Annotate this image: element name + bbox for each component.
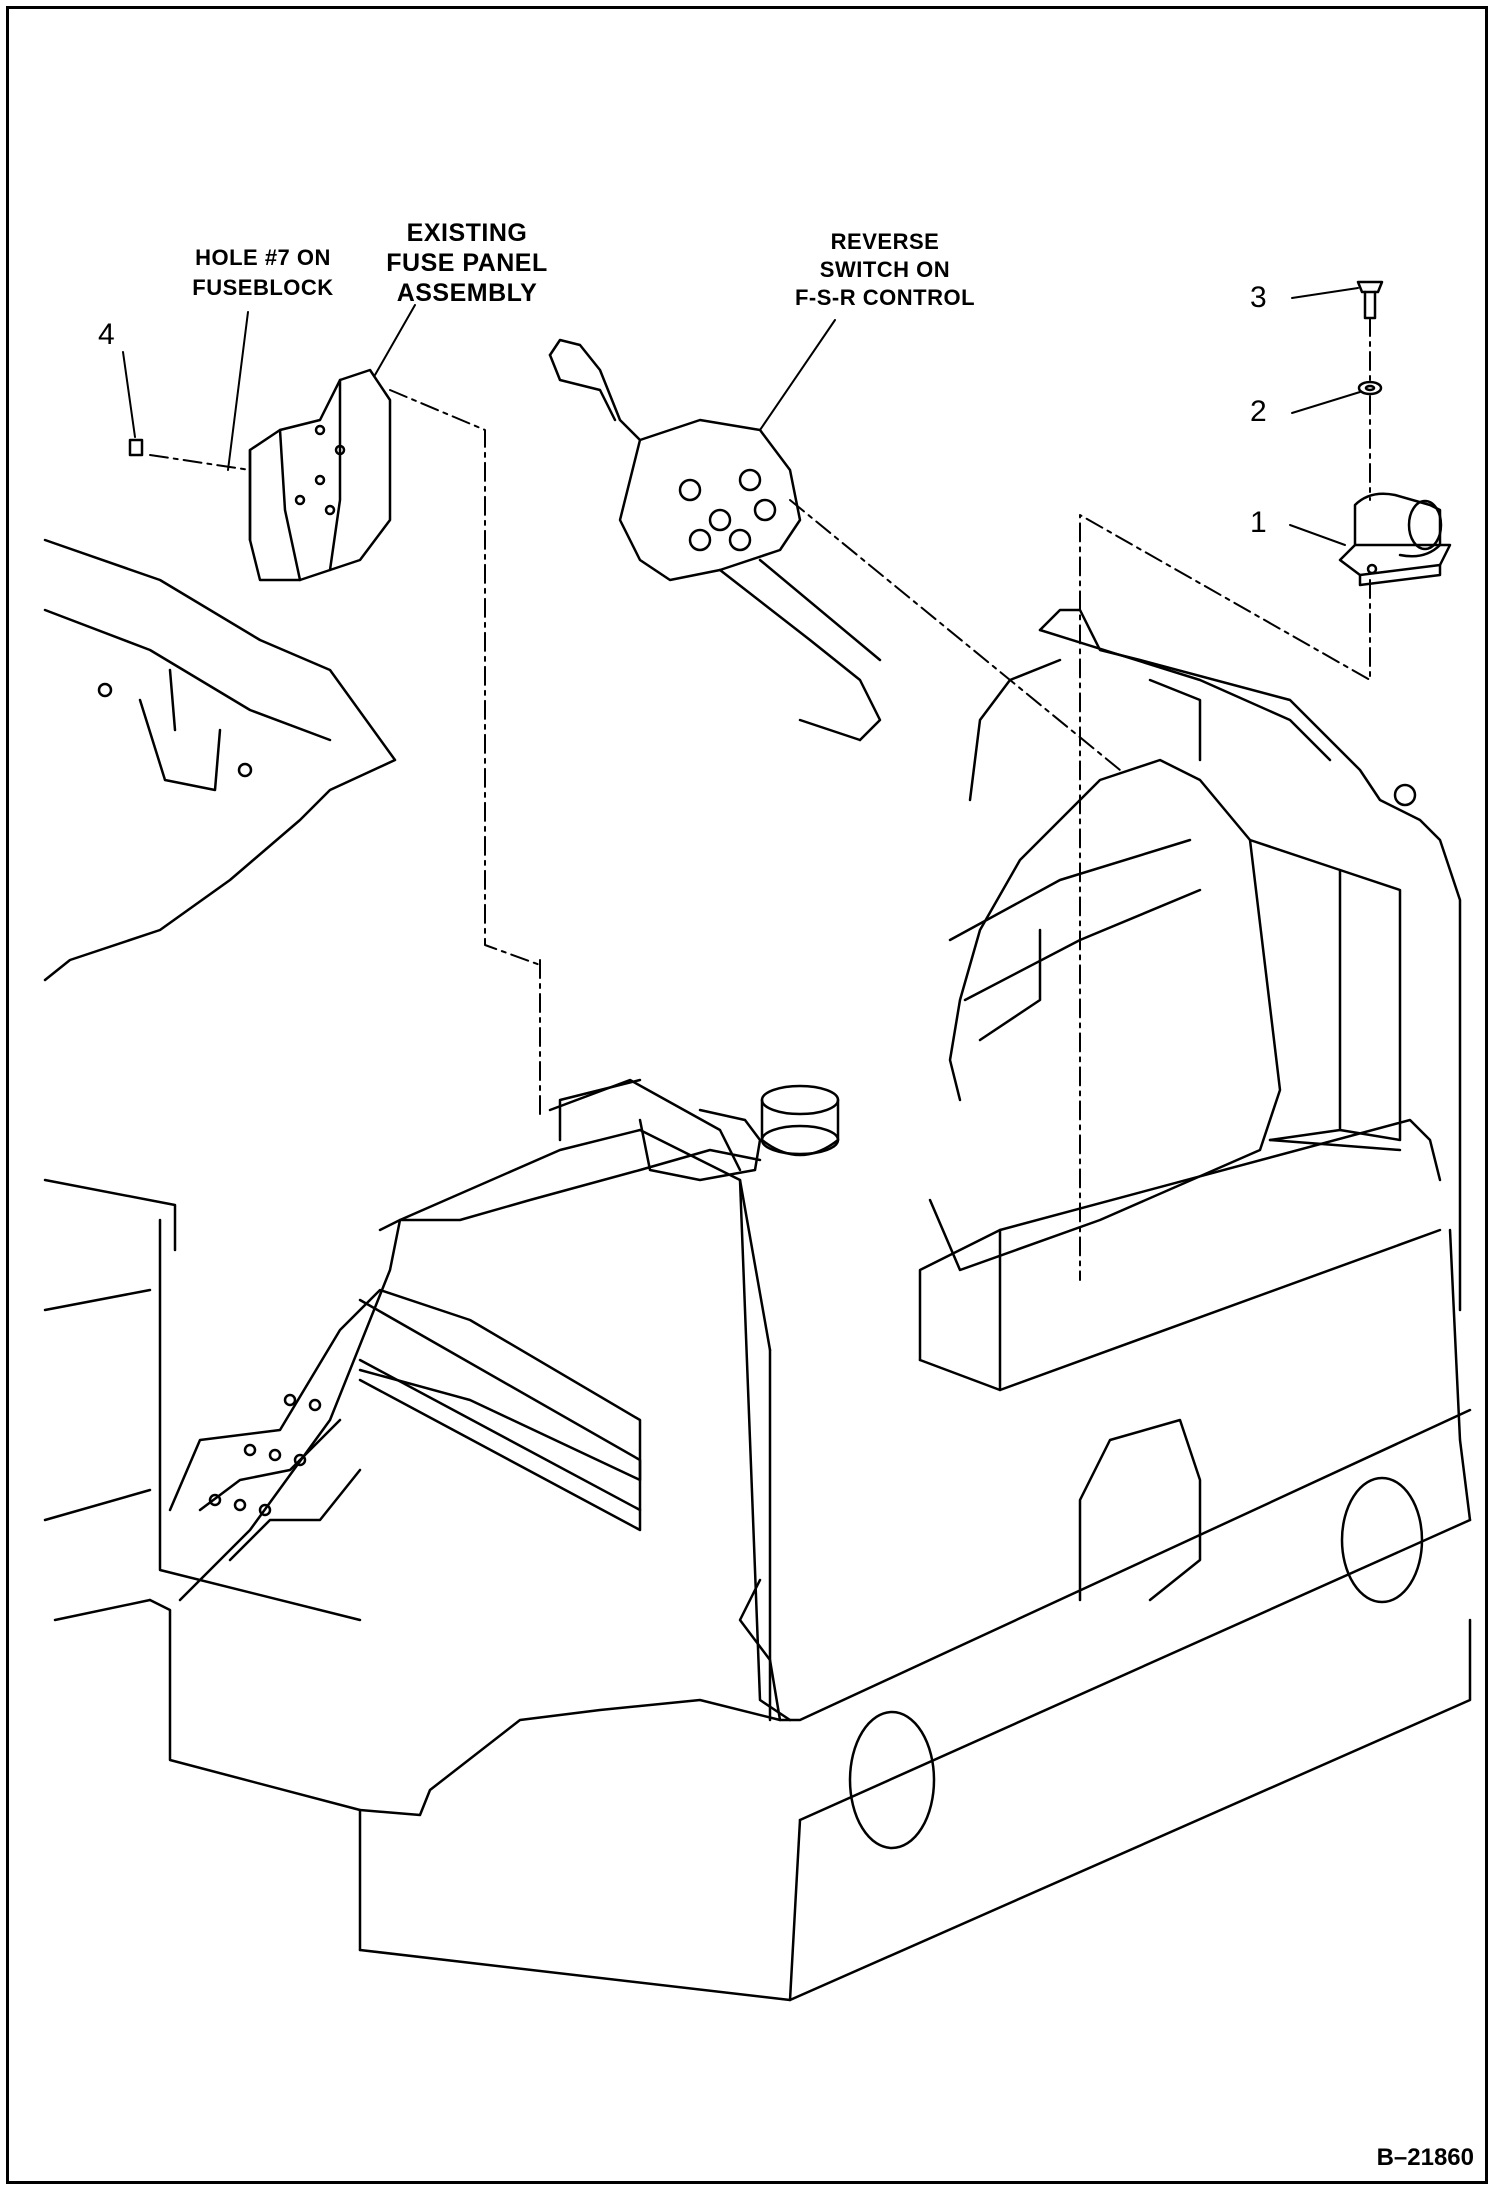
label-line: F-S-R CONTROL	[794, 285, 976, 310]
callout-1: 1	[1250, 506, 1267, 539]
fuse-panel-assembly	[128, 368, 392, 582]
item-4-part	[128, 438, 144, 457]
label-line: FUSEBLOCK	[192, 275, 334, 300]
assembly-lines	[149, 317, 1371, 1281]
label-existing-fuse-panel-assembly: EXISTING FUSE PANEL ASSEMBLY	[372, 218, 562, 308]
label-line: ASSEMBLY	[396, 279, 538, 307]
operator-seat	[918, 608, 1462, 1392]
callout-3: 3	[1250, 281, 1267, 314]
label-hole-7-on-fuseblock: HOLE #7 ON FUSEBLOCK	[168, 243, 358, 303]
callout-2: 2	[1250, 395, 1267, 428]
label-line: FUSE PANEL	[386, 249, 548, 277]
sheet-number: B–21860	[1376, 2144, 1474, 2171]
label-line: EXISTING	[406, 219, 528, 247]
fuel-tank	[378, 1078, 840, 1722]
platform-frame	[43, 538, 397, 1622]
fsr-control-lever	[548, 338, 882, 742]
screw	[1356, 280, 1384, 320]
label-line: SWITCH ON	[819, 257, 951, 282]
label-line: REVERSE	[830, 229, 940, 254]
lock-washer	[1357, 380, 1383, 396]
leader-lines	[122, 287, 1361, 546]
label-reverse-switch-on-fsr-control: REVERSE SWITCH ON F-S-R CONTROL	[770, 228, 1000, 312]
callout-4: 4	[98, 318, 115, 351]
reverse-alarm	[1338, 492, 1452, 587]
chassis-body	[148, 1148, 1472, 2002]
drawing-frame	[6, 6, 1488, 2184]
label-line: HOLE #7 ON	[195, 245, 331, 270]
step-plates	[168, 1288, 642, 1562]
